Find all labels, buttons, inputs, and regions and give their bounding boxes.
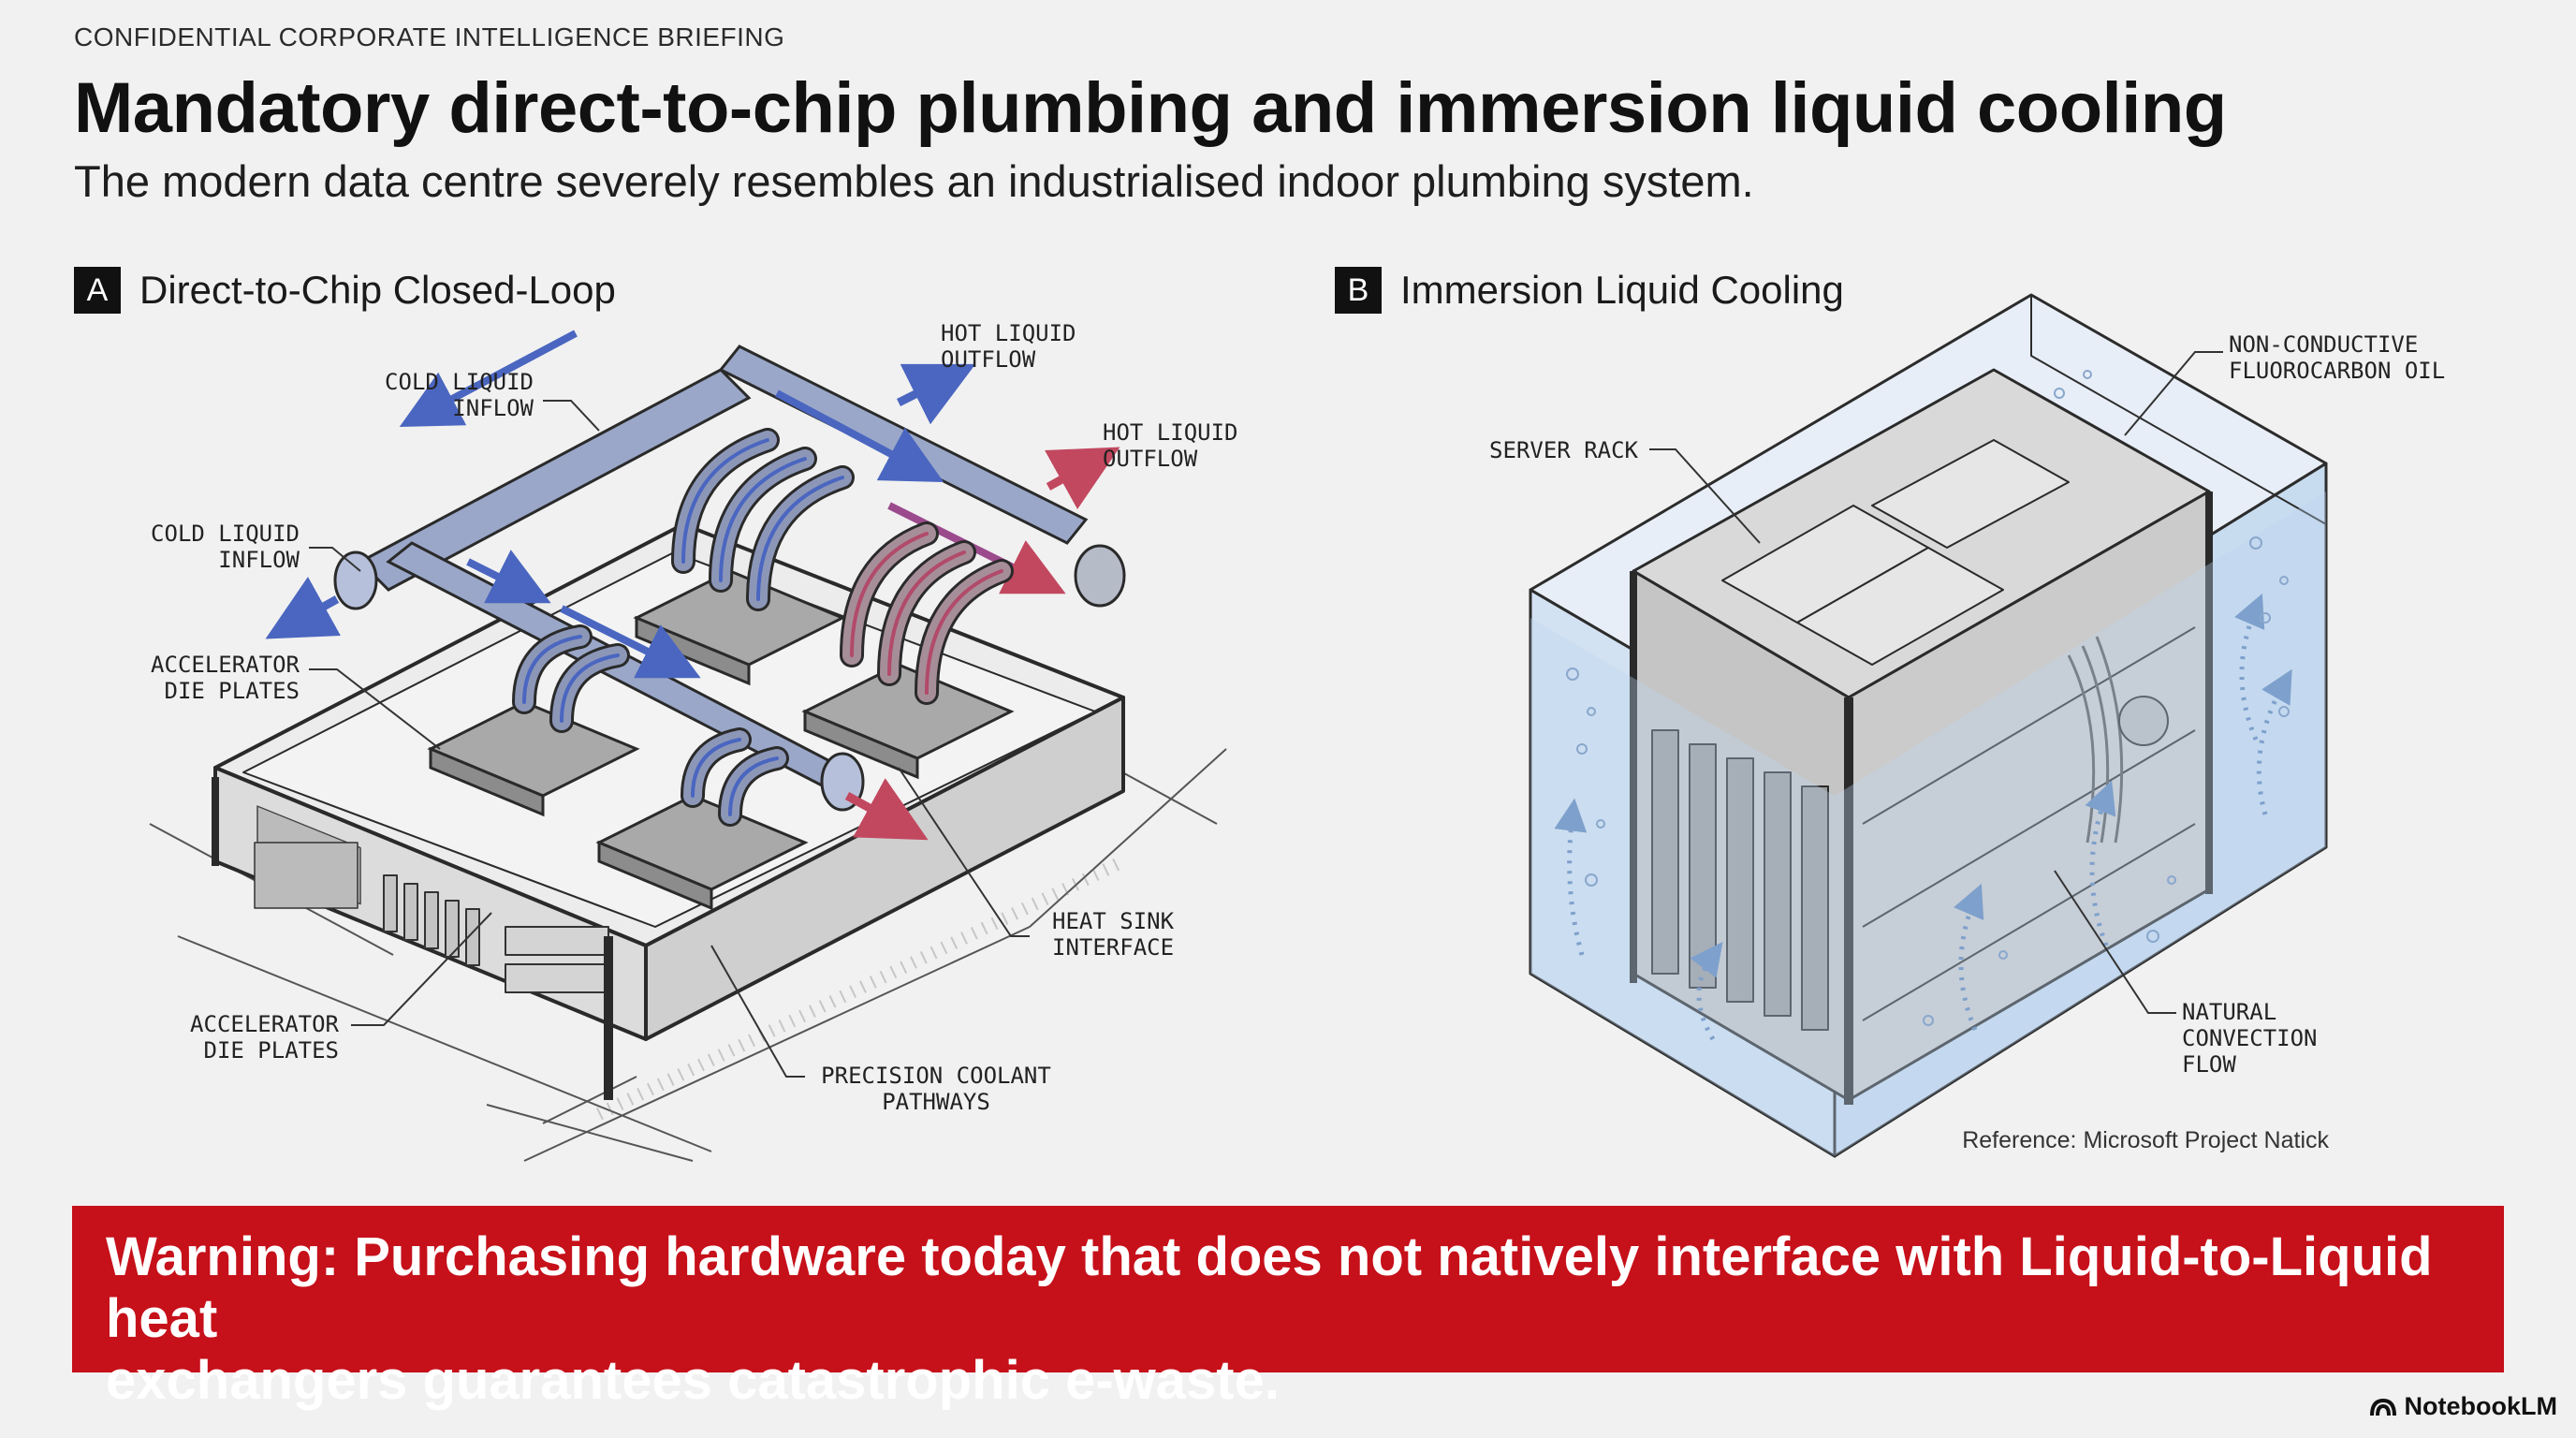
cold-flow-arrow [560, 605, 701, 679]
bubbles [1566, 370, 2290, 1026]
label-hot-outflow-top-1: HOT LIQUID [941, 320, 1076, 346]
cold-flow-arrow [775, 389, 944, 483]
label-pathways-1: PRECISION COOLANT [821, 1063, 1051, 1089]
leader-lines-b [1649, 351, 2223, 1014]
panel-b-heading: B Immersion Liquid Cooling [1335, 267, 1844, 314]
briefing-kicker: CONFIDENTIAL CORPORATE INTELLIGENCE BRIE… [74, 22, 785, 51]
cold-flow-arrow [466, 550, 551, 604]
label-oil-2: FLUOROCARBON OIL [2229, 358, 2445, 384]
leader-lines [309, 400, 1030, 1078]
label-server-rack: SERVER RACK [1489, 437, 1638, 463]
server-rack [1630, 368, 2213, 1105]
warning-line-1: Warning: Purchasing hardware today that … [106, 1226, 2433, 1349]
label-convection-3: FLOW [2182, 1051, 2236, 1078]
label-cold-inflow-left-1: COLD LIQUID [151, 521, 300, 547]
label-heat-sink-1: HEAT SINK [1052, 908, 1175, 934]
cold-riser-pipes [512, 428, 855, 827]
label-hot-outflow-right-2: OUTFLOW [1103, 446, 1198, 472]
cold-inflow-arrow [265, 577, 341, 639]
label-cold-inflow-top-1: COLD LIQUID [385, 369, 534, 395]
cold-flow-arrow [399, 330, 578, 428]
panel-a-labels: COLD LIQUID INFLOW COLD LIQUID INFLOW HO… [151, 320, 1237, 1115]
immersion-tank-illustration: NON-CONDUCTIVE FLUOROCARBON OIL SERVER R… [1489, 293, 2445, 1158]
label-accelerator-upper-1: ACCELERATOR [151, 652, 300, 678]
panel-b-title: Immersion Liquid Cooling [1400, 268, 1844, 312]
panel-b-badge: B [1335, 267, 1382, 314]
convection-arrows [1554, 593, 2292, 1041]
label-cold-inflow-left-2: INFLOW [218, 547, 300, 573]
panel-a-badge: A [74, 267, 121, 314]
panel-a-heading: A Direct-to-Chip Closed-Loop [74, 267, 616, 314]
label-accelerator-lower-2: DIE PLATES [204, 1037, 340, 1064]
label-oil-1: NON-CONDUCTIVE [2229, 331, 2418, 358]
label-convection-1: NATURAL [2182, 999, 2276, 1025]
page-subtitle: The modern data centre severely resemble… [74, 156, 1754, 206]
notebooklm-logo-icon [2369, 1398, 2396, 1416]
hot-outflow-arrow [1045, 447, 1120, 509]
label-pathways-2: PATHWAYS [882, 1089, 990, 1115]
liquid-volume [1530, 492, 2326, 1156]
brand-name: NotebookLM [2404, 1392, 2557, 1420]
panel-a-title: Direct-to-Chip Closed-Loop [139, 268, 616, 312]
label-hot-outflow-top-2: OUTFLOW [941, 346, 1036, 373]
hot-return-arrow [844, 778, 929, 841]
notebooklm-brand: NotebookLM [2369, 1392, 2557, 1421]
panel-b-labels: NON-CONDUCTIVE FLUOROCARBON OIL SERVER R… [1489, 331, 2445, 1153]
reference-note: Reference: Microsoft Project Natick [1962, 1127, 2329, 1153]
label-heat-sink-2: INTERFACE [1052, 934, 1174, 961]
label-cold-inflow-top-2: INFLOW [452, 395, 534, 421]
hot-riser-pipes [840, 521, 1014, 705]
label-hot-outflow-right-1: HOT LIQUID [1103, 419, 1238, 446]
label-accelerator-upper-2: DIE PLATES [165, 678, 300, 704]
page-title: Mandatory direct-to-chip plumbing and im… [74, 68, 2227, 148]
label-convection-2: CONVECTION [2182, 1025, 2318, 1051]
warning-line-2: exchangers guarantees catastrophic e-was… [106, 1350, 1280, 1411]
direct-to-chip-illustration: COLD LIQUID INFLOW COLD LIQUID INFLOW HO… [149, 320, 1238, 1162]
hot-outflow-arrow [896, 363, 976, 425]
label-accelerator-lower-1: ACCELERATOR [190, 1011, 339, 1037]
warning-banner: Warning: Purchasing hardware today that … [72, 1206, 2504, 1411]
